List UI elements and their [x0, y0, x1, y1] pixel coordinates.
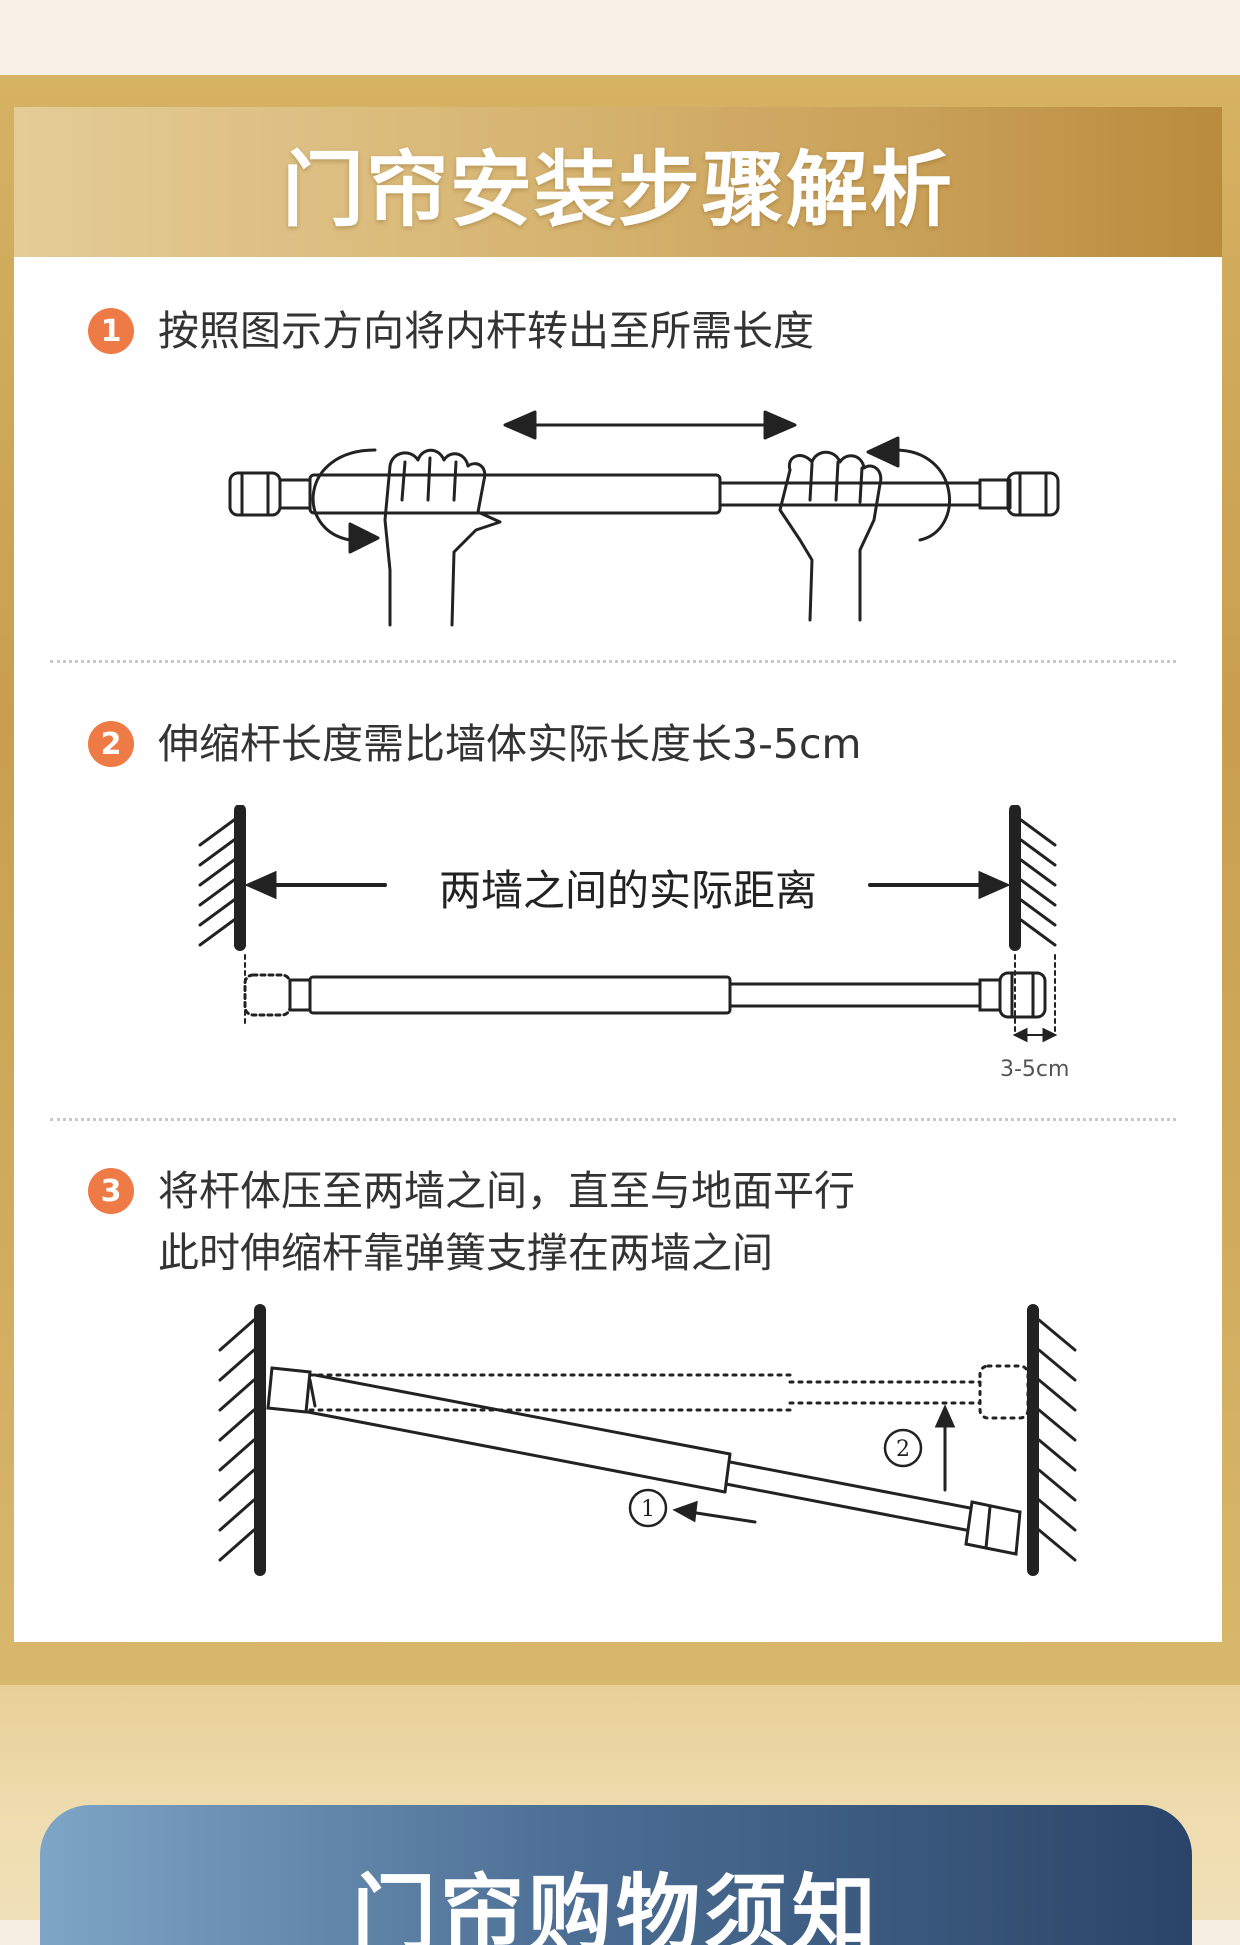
step-1-badge: 1 — [88, 308, 134, 354]
step-1: 1 按照图示方向将内杆转出至所需长度 — [88, 300, 814, 362]
step-3: 3 将杆体压至两墙之间，直至与地面平行 此时伸缩杆靠弹簧支撑在两墙之间 — [88, 1160, 855, 1284]
step-1-text: 按照图示方向将内杆转出至所需长度 — [158, 307, 814, 355]
step-2-badge: 2 — [88, 721, 134, 767]
figure-wall-distance — [198, 805, 1058, 1043]
step-2-text: 伸缩杆长度需比墙体实际长度长3-5cm — [158, 720, 862, 768]
divider-2 — [50, 1118, 1176, 1121]
section-title: 门帘安装步骤解析 — [281, 142, 954, 238]
marker-1-label: 1 — [641, 1497, 655, 1522]
extra-length-label: 3-5cm — [1000, 1057, 1070, 1082]
top-strip — [0, 0, 1240, 75]
figure-extend-rod — [228, 410, 1060, 627]
step-3-text-line-1: 将杆体压至两墙之间，直至与地面平行 — [158, 1167, 855, 1215]
section-header: 门帘安装步骤解析 — [14, 107, 1222, 257]
notice-card: 门帘购物须知 — [40, 1805, 1192, 1945]
marker-2-label: 2 — [896, 1437, 910, 1462]
step-3-text-line-2: 此时伸缩杆靠弹簧支撑在两墙之间 — [158, 1229, 773, 1277]
step-3-badge: 3 — [88, 1168, 134, 1214]
step-2: 2 伸缩杆长度需比墙体实际长度长3-5cm — [88, 713, 861, 775]
figure-press-rod: 1 2 — [218, 1304, 1077, 1576]
notice-title: 门帘购物须知 — [351, 1865, 880, 1945]
divider-1 — [50, 660, 1176, 663]
distance-label: 两墙之间的实际距离 — [438, 866, 817, 915]
